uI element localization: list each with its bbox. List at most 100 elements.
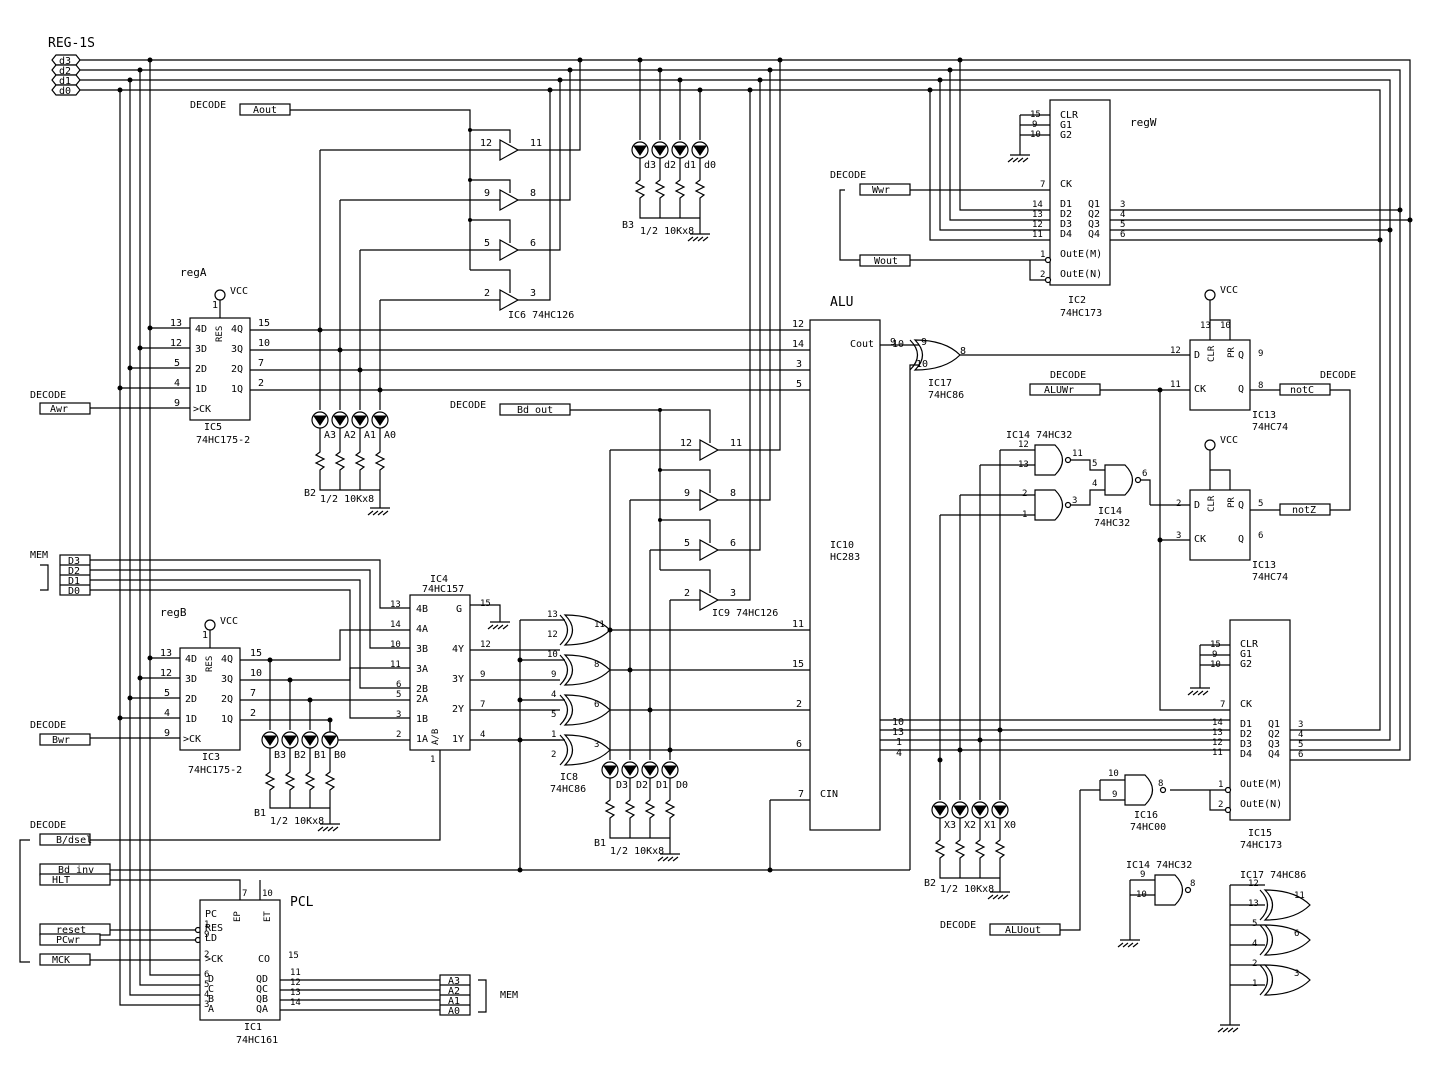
svg-text:11: 11 (1294, 891, 1305, 901)
svg-text:74HC86: 74HC86 (550, 784, 586, 795)
svg-text:4D: 4D (195, 324, 207, 335)
svg-text:5: 5 (796, 379, 802, 390)
svg-text:B2: B2 (304, 488, 316, 499)
led-x2 (951, 801, 969, 819)
svg-text:Bd out: Bd out (517, 405, 553, 416)
alu-title: ALU (830, 295, 853, 310)
svg-text:10: 10 (916, 359, 928, 370)
svg-text:D2: D2 (1240, 729, 1252, 740)
svg-text:8: 8 (960, 346, 966, 357)
svg-text:6: 6 (530, 238, 536, 249)
svg-text:B: B (208, 994, 214, 1005)
svg-text:Aout: Aout (253, 105, 277, 116)
svg-text:10: 10 (1136, 890, 1147, 900)
svg-text:D3: D3 (68, 556, 80, 567)
svg-text:3: 3 (396, 710, 401, 720)
svg-text:12: 12 (480, 640, 491, 650)
svg-text:A1: A1 (448, 996, 460, 1007)
svg-text:2: 2 (1176, 499, 1181, 509)
svg-text:2Q: 2Q (231, 364, 243, 375)
svg-text:D: D (208, 974, 214, 985)
svg-text:Q2: Q2 (1088, 209, 1100, 220)
svg-text:6: 6 (1120, 230, 1125, 240)
svg-text:13: 13 (160, 648, 172, 659)
svg-text:D: D (1194, 350, 1200, 361)
svg-text:15: 15 (1030, 110, 1041, 120)
regw-title: regW (1130, 116, 1157, 129)
svg-text:12: 12 (170, 338, 182, 349)
svg-text:8: 8 (530, 188, 536, 199)
bus-d0-label: d0 (59, 86, 71, 97)
svg-text:4: 4 (1120, 210, 1125, 220)
svg-text:CLR: CLR (1240, 639, 1259, 650)
svg-text:3D: 3D (185, 674, 197, 685)
svg-text:1A: 1A (416, 734, 428, 745)
svg-text:13: 13 (390, 600, 401, 610)
svg-text:IC14: IC14 (1098, 506, 1122, 517)
svg-text:MCK_: MCK_ (52, 955, 77, 966)
svg-text:4: 4 (896, 748, 902, 759)
svg-text:VCC: VCC (1220, 285, 1238, 296)
ic6-buffers: DECODE Aout 129 52 118 63 IC6 74HC126 (190, 57, 583, 410)
svg-text:2: 2 (204, 950, 209, 960)
awr-signal: DECODE Awr_ (30, 390, 190, 415)
svg-text:VCC: VCC (220, 616, 238, 627)
svg-text:6: 6 (594, 700, 599, 710)
bus-d3-label: d3 (59, 56, 71, 67)
svg-text:MEM: MEM (500, 990, 518, 1001)
svg-text:10: 10 (250, 668, 262, 679)
svg-text:Q4: Q4 (1268, 749, 1280, 760)
svg-text:IC4: IC4 (430, 574, 448, 585)
svg-text:HLT_: HLT_ (52, 875, 77, 886)
svg-text:1: 1 (1040, 250, 1045, 260)
svg-text:X2: X2 (964, 820, 976, 831)
svg-text:IC17: IC17 (928, 378, 952, 389)
svg-text:DECODE: DECODE (1320, 370, 1356, 381)
svg-text:4Q: 4Q (221, 654, 233, 665)
bus-d2-label: d2 (59, 66, 71, 77)
svg-text:13: 13 (170, 318, 182, 329)
svg-text:G: G (456, 604, 462, 615)
svg-text:5: 5 (1258, 499, 1263, 509)
svg-text:11: 11 (1032, 230, 1043, 240)
svg-text:15: 15 (792, 659, 804, 670)
svg-text:1: 1 (204, 920, 209, 930)
svg-text:7: 7 (1040, 180, 1045, 190)
svg-text:13: 13 (892, 727, 904, 738)
svg-text:12: 12 (792, 319, 804, 330)
svg-text:D1: D1 (656, 780, 668, 791)
svg-text:C: C (208, 984, 214, 995)
svg-text:9: 9 (480, 670, 485, 680)
svg-text:6: 6 (796, 739, 802, 750)
svg-text:4D: 4D (185, 654, 197, 665)
svg-text:PR: PR (1227, 347, 1237, 358)
svg-text:A0: A0 (448, 1006, 460, 1017)
svg-text:8: 8 (1158, 779, 1163, 789)
svg-text:B2: B2 (294, 750, 306, 761)
led-dd0 (661, 761, 679, 779)
svg-text:Q3: Q3 (1088, 219, 1100, 230)
svg-text:X3: X3 (944, 820, 956, 831)
svg-text:15: 15 (1210, 640, 1221, 650)
bus-d1-label: d1 (59, 76, 71, 87)
svg-text:10: 10 (1108, 769, 1119, 779)
svg-text:3Y: 3Y (452, 674, 464, 685)
svg-text:A3: A3 (448, 976, 460, 987)
svg-text:2: 2 (551, 750, 556, 760)
svg-text:9: 9 (1032, 120, 1037, 130)
svg-text:1: 1 (430, 755, 435, 765)
svg-text:D2: D2 (1060, 209, 1072, 220)
svg-text:11: 11 (594, 620, 605, 630)
svg-text:D3: D3 (1240, 739, 1252, 750)
led-dd2 (621, 761, 639, 779)
svg-text:d0: d0 (704, 160, 716, 171)
svg-text:RES: RES (215, 326, 225, 342)
svg-text:2D: 2D (185, 694, 197, 705)
svg-text:6: 6 (1258, 531, 1263, 541)
svg-text:6: 6 (1294, 929, 1299, 939)
svg-text:6: 6 (1142, 469, 1147, 479)
svg-text:D0: D0 (676, 780, 688, 791)
svg-text:74HC161: 74HC161 (236, 1035, 278, 1046)
svg-text:3: 3 (530, 288, 536, 299)
